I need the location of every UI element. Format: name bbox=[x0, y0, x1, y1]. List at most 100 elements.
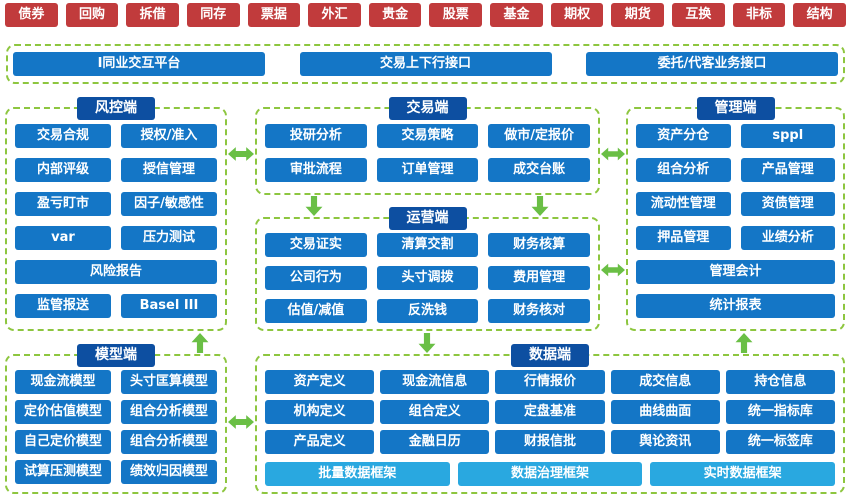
module-button[interactable]: 授信管理 bbox=[121, 158, 217, 182]
module-button[interactable]: 产品定义 bbox=[265, 430, 375, 454]
module-button[interactable]: 组合分析模型 bbox=[121, 400, 217, 424]
data-management-up-arrow-icon bbox=[733, 333, 755, 353]
module-button[interactable]: 统一标签库 bbox=[725, 430, 835, 454]
module-button[interactable]: 授权/准入 bbox=[121, 124, 217, 148]
trade-section-title: 交易端 bbox=[388, 97, 467, 120]
product-tab[interactable]: 拆借 bbox=[126, 3, 179, 27]
risk-section: 风控端 交易合规 授权/准入 内部评级 授信管理 盈亏盯市 因子/敏感性 var… bbox=[5, 97, 227, 331]
module-button[interactable]: sppl bbox=[740, 124, 835, 148]
module-button[interactable]: 机构定义 bbox=[265, 400, 375, 424]
interbank-platform-button[interactable]: I同业交互平台 bbox=[13, 52, 265, 76]
product-tab[interactable]: 互换 bbox=[672, 3, 725, 27]
module-button[interactable]: 现金流信息 bbox=[380, 370, 490, 394]
product-tab[interactable]: 同存 bbox=[186, 3, 240, 27]
module-button[interactable]: 监管报送 bbox=[15, 294, 111, 318]
module-button[interactable]: 成交台账 bbox=[488, 158, 590, 182]
model-section: 模型端 现金流模型 头寸匡算模型 定价估值模型 组合分析模型 自己定价模型 组合… bbox=[5, 344, 227, 494]
risk-section-title: 风控端 bbox=[77, 97, 155, 120]
module-button[interactable]: 交易证实 bbox=[265, 233, 367, 257]
product-tab[interactable]: 期权 bbox=[550, 3, 604, 27]
module-button[interactable]: 行情报价 bbox=[495, 370, 605, 394]
operations-section: 运营端 交易证实 清算交割 财务核算 公司行为 头寸调拨 费用管理 估值/减值 … bbox=[255, 207, 600, 331]
module-button[interactable]: 组合分析模型 bbox=[121, 430, 217, 454]
module-button[interactable]: 资债管理 bbox=[740, 192, 835, 216]
product-tab[interactable]: 债券 bbox=[5, 3, 58, 27]
module-button[interactable]: 统计报表 bbox=[636, 294, 835, 318]
product-tab[interactable]: 基金 bbox=[490, 3, 543, 27]
module-button[interactable]: 费用管理 bbox=[488, 266, 590, 290]
product-tab[interactable]: 股票 bbox=[429, 3, 483, 27]
module-button[interactable]: 审批流程 bbox=[265, 158, 367, 182]
framework-button[interactable]: 批量数据框架 bbox=[265, 462, 450, 486]
module-button[interactable]: 管理会计 bbox=[636, 260, 835, 284]
framework-button[interactable]: 实时数据框架 bbox=[650, 462, 836, 486]
module-button[interactable]: 风险报告 bbox=[15, 260, 217, 284]
module-button[interactable]: 资产定义 bbox=[265, 370, 375, 394]
module-button[interactable]: 订单管理 bbox=[376, 158, 479, 182]
module-button[interactable]: 财务核对 bbox=[488, 299, 590, 323]
module-button[interactable]: 绩效归因模型 bbox=[121, 460, 217, 484]
management-section: 管理端 资产分仓 sppl 组合分析 产品管理 流动性管理 资债管理 押品管理 … bbox=[626, 97, 845, 331]
module-button[interactable]: 押品管理 bbox=[636, 226, 731, 250]
model-section-title: 模型端 bbox=[77, 344, 155, 367]
module-button[interactable]: 反洗钱 bbox=[376, 299, 479, 323]
product-tab[interactable]: 期货 bbox=[611, 3, 665, 27]
module-button[interactable]: 持仓信息 bbox=[725, 370, 835, 394]
product-tab[interactable]: 非标 bbox=[732, 3, 786, 27]
module-button[interactable]: 自己定价模型 bbox=[15, 430, 111, 454]
module-button[interactable]: 压力测试 bbox=[121, 226, 217, 250]
module-button[interactable]: 投研分析 bbox=[265, 124, 367, 148]
module-button[interactable]: 流动性管理 bbox=[636, 192, 731, 216]
product-tab-bar: 债券 回购 拆借 同存 票据 外汇 贵金 股票 基金 期权 期货 互换 非标 结… bbox=[5, 3, 846, 27]
module-button[interactable]: 定盘基准 bbox=[495, 400, 605, 424]
module-button[interactable]: 试算压测模型 bbox=[15, 460, 111, 484]
risk-trade-double-arrow-icon bbox=[228, 143, 254, 165]
model-risk-up-arrow-icon bbox=[189, 333, 211, 353]
module-button[interactable]: 定价估值模型 bbox=[15, 400, 111, 424]
framework-button[interactable]: 数据治理框架 bbox=[457, 462, 643, 486]
module-button[interactable]: 因子/敏感性 bbox=[121, 192, 217, 216]
module-button[interactable]: var bbox=[15, 226, 111, 250]
module-button[interactable]: 产品管理 bbox=[740, 158, 835, 182]
module-button[interactable]: 舆论资讯 bbox=[610, 430, 720, 454]
module-button[interactable]: Basel III bbox=[121, 294, 217, 318]
module-button[interactable]: 业绩分析 bbox=[740, 226, 835, 250]
agency-business-interface-button[interactable]: 委托/代客业务接口 bbox=[586, 52, 838, 76]
module-button[interactable]: 组合定义 bbox=[380, 400, 490, 424]
module-button[interactable]: 交易合规 bbox=[15, 124, 111, 148]
module-button[interactable]: 组合分析 bbox=[636, 158, 731, 182]
product-tab[interactable]: 结构 bbox=[793, 3, 846, 27]
data-framework-row: 批量数据框架 数据治理框架 实时数据框架 bbox=[257, 460, 843, 494]
trade-management-double-arrow-icon bbox=[601, 143, 625, 165]
trade-section: 交易端 投研分析 交易策略 做市/定报价 审批流程 订单管理 成交台账 bbox=[255, 97, 600, 195]
data-section: 数据端 资产定义 现金流信息 行情报价 成交信息 持仓信息 机构定义 组合定义 … bbox=[255, 344, 845, 494]
module-button[interactable]: 清算交割 bbox=[376, 233, 479, 257]
interface-bar: I同业交互平台 交易上下行接口 委托/代客业务接口 bbox=[6, 44, 845, 84]
product-tab[interactable]: 回购 bbox=[65, 3, 119, 27]
module-button[interactable]: 公司行为 bbox=[265, 266, 367, 290]
operations-section-title: 运营端 bbox=[388, 207, 467, 230]
module-button[interactable]: 估值/减值 bbox=[265, 299, 367, 323]
module-button[interactable]: 成交信息 bbox=[610, 370, 720, 394]
module-button[interactable]: 内部评级 bbox=[15, 158, 111, 182]
product-tab[interactable]: 票据 bbox=[247, 3, 301, 27]
module-button[interactable]: 资产分仓 bbox=[636, 124, 731, 148]
product-tab[interactable]: 贵金 bbox=[368, 3, 422, 27]
trade-updown-interface-button[interactable]: 交易上下行接口 bbox=[299, 52, 552, 76]
module-button[interactable]: 现金流模型 bbox=[15, 370, 111, 394]
module-button[interactable]: 盈亏盯市 bbox=[15, 192, 111, 216]
module-button[interactable]: 交易策略 bbox=[376, 124, 479, 148]
operations-data-down-arrow-icon bbox=[416, 333, 438, 353]
trade-operations-down-arrow-icon bbox=[529, 196, 551, 216]
module-button[interactable]: 曲线曲面 bbox=[610, 400, 720, 424]
module-button[interactable]: 财务核算 bbox=[488, 233, 590, 257]
product-tab[interactable]: 外汇 bbox=[308, 3, 361, 27]
module-button[interactable]: 头寸调拨 bbox=[376, 266, 479, 290]
module-button[interactable]: 金融日历 bbox=[380, 430, 490, 454]
module-button[interactable]: 做市/定报价 bbox=[488, 124, 590, 148]
module-button[interactable]: 头寸匡算模型 bbox=[121, 370, 217, 394]
trade-operations-down-arrow-icon bbox=[303, 196, 325, 216]
module-button[interactable]: 统一指标库 bbox=[725, 400, 835, 424]
module-button[interactable]: 财报信批 bbox=[495, 430, 605, 454]
